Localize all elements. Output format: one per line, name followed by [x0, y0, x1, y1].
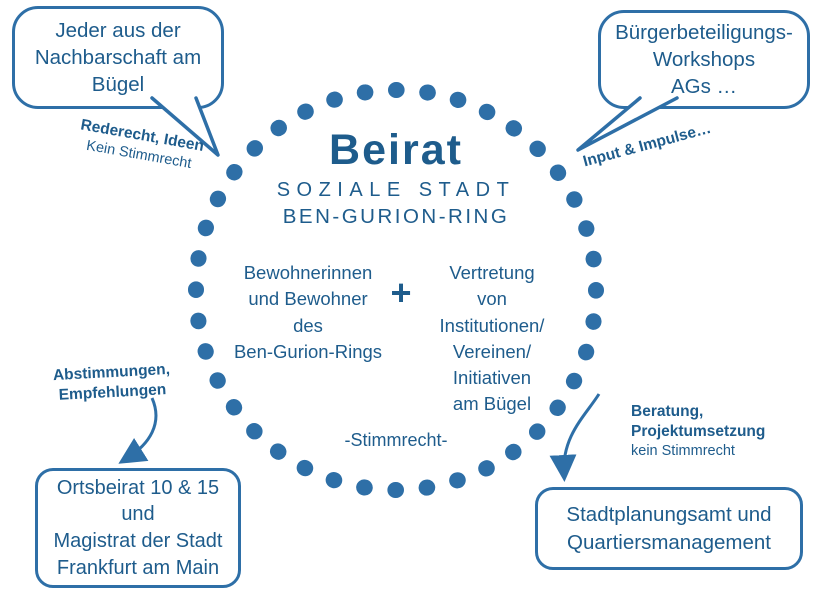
annotation-beratung-line3: kein Stimmrecht — [631, 442, 735, 459]
dotted-circle-ring — [188, 82, 604, 498]
center-right-group-institutions: Vertretung von Institutionen/ Vereinen/ … — [439, 262, 545, 415]
box-ortsbeirat-magistrat-text: Ortsbeirat 10 & 15 und Magistrat der Sta… — [53, 476, 223, 579]
abstimmungen-curved-arrow — [118, 397, 158, 464]
beratung-curved-arrow — [549, 393, 601, 482]
bubble-workshops-text: Bürgerbeteiligungs- Workshops AGs … — [615, 20, 793, 99]
center-plus-sign: + — [390, 272, 412, 313]
center-voting-right-label: -Stimmrecht- — [344, 430, 448, 450]
annotation-abstimmungen: Abstimmungen, Empfehlungen — [43, 359, 181, 406]
annotation-beratung: Beratung, Projektumsetzung kein Stimmrec… — [631, 402, 765, 460]
box-stadtplanungsamt: Stadtplanungsamt und Quartiersmanagement — [535, 487, 803, 570]
bubble-workshops: Bürgerbeteiligungs- Workshops AGs … — [598, 10, 810, 109]
box-ortsbeirat-magistrat: Ortsbeirat 10 & 15 und Magistrat der Sta… — [35, 468, 241, 588]
annotation-beratung-line1: Beratung, — [631, 403, 704, 420]
center-subtitle-ben-gurion-ring: BEN-GURION-RING — [282, 205, 510, 228]
box-stadtplanungsamt-text: Stadtplanungsamt und Quartiersmanagement — [566, 503, 772, 554]
bubble-neighborhood: Jeder aus der Nachbarschaft am Bügel — [12, 6, 224, 109]
center-left-group-residents: Bewohnerinnen und Bewohner des Ben-Gurio… — [233, 262, 383, 362]
annotation-beratung-line2: Projektumsetzung — [631, 422, 766, 440]
center-subtitle-soziale-stadt: SOZIALE STADT — [276, 179, 516, 201]
center-title: Beirat — [329, 126, 463, 174]
bubble-neighborhood-text: Jeder aus der Nachbarschaft am Bügel — [34, 18, 202, 97]
